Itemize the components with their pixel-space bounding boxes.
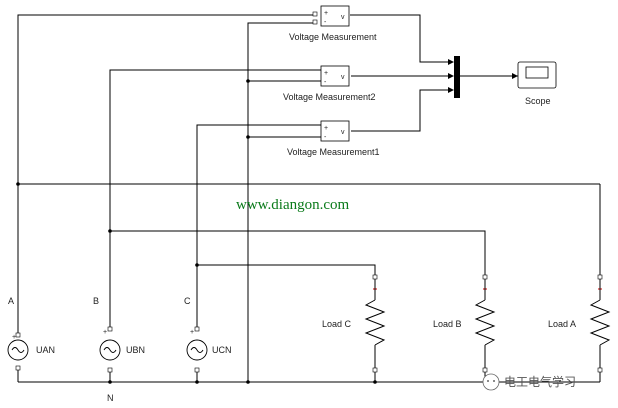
port-square bbox=[107, 326, 113, 332]
meter-minus: - bbox=[324, 19, 327, 26]
resistor-icon[interactable] bbox=[364, 299, 386, 346]
source-uan[interactable]: + A UAN bbox=[7, 296, 55, 371]
port-square bbox=[372, 274, 378, 280]
wire-a-meter bbox=[17, 14, 313, 333]
load-label: Load A bbox=[548, 319, 576, 329]
meter-body[interactable] bbox=[320, 65, 350, 87]
badge: 电工电气学习 bbox=[482, 373, 576, 391]
port-square bbox=[597, 367, 603, 373]
source-plus: + bbox=[12, 334, 16, 341]
arrowheads bbox=[448, 59, 518, 93]
neutral-label: N bbox=[107, 393, 114, 403]
phase-label: C bbox=[184, 296, 191, 306]
wire-out3 bbox=[351, 89, 448, 132]
sine-icon bbox=[103, 347, 117, 353]
source-plus: + bbox=[103, 329, 107, 336]
arrow-icon bbox=[448, 87, 454, 93]
source-label: UAN bbox=[36, 345, 55, 355]
junction-dot bbox=[246, 380, 250, 384]
load-a[interactable]: Load A bbox=[548, 274, 611, 373]
junctions bbox=[16, 79, 487, 384]
wechat-icon-dot bbox=[487, 380, 489, 382]
meter-body[interactable] bbox=[320, 5, 350, 27]
scope-block[interactable]: Scope bbox=[517, 61, 557, 106]
meter-plus: + bbox=[324, 125, 328, 132]
arrow-icon bbox=[448, 73, 454, 79]
badge-text: 电工电气学习 bbox=[504, 374, 576, 389]
meter-plus: + bbox=[324, 70, 328, 77]
source-ucn[interactable]: + C UCN bbox=[184, 296, 232, 373]
wire-b-meter bbox=[109, 69, 321, 327]
phase-label: A bbox=[8, 296, 14, 306]
load-label: Load C bbox=[322, 319, 352, 329]
port-square bbox=[482, 367, 488, 373]
port-square bbox=[194, 367, 200, 373]
voltage-measurement-block[interactable]: + - v Voltage Measurement bbox=[289, 5, 377, 42]
source-plus: + bbox=[190, 329, 194, 336]
resistor-icon[interactable] bbox=[474, 299, 496, 346]
port-square bbox=[312, 19, 318, 25]
scope-screen-icon bbox=[525, 66, 549, 79]
source-label: UBN bbox=[126, 345, 145, 355]
voltage-measurement1-block[interactable]: + - v Voltage Measurement1 bbox=[287, 120, 380, 157]
meter-label: Voltage Measurement1 bbox=[287, 147, 380, 157]
meter-minus: - bbox=[324, 79, 327, 86]
meter-out: v bbox=[341, 129, 345, 136]
meter-label: Voltage Measurement2 bbox=[283, 92, 376, 102]
watermark: www.diangon.com bbox=[236, 197, 350, 213]
wechat-icon-dot bbox=[493, 380, 495, 382]
wechat-icon bbox=[482, 373, 500, 391]
load-b[interactable]: Load B bbox=[433, 274, 496, 373]
wire-c-load bbox=[197, 264, 376, 277]
meter-minus: - bbox=[324, 134, 327, 141]
port-square bbox=[194, 326, 200, 332]
meter-out: v bbox=[341, 74, 345, 81]
junction-dot bbox=[108, 229, 112, 233]
meter-body[interactable] bbox=[320, 120, 350, 142]
sine-icon bbox=[11, 347, 25, 353]
scope-label: Scope bbox=[525, 96, 551, 106]
wires bbox=[17, 14, 601, 383]
voltage-measurement2-block[interactable]: + - v Voltage Measurement2 bbox=[283, 65, 376, 102]
port-square bbox=[597, 274, 603, 280]
source-label: UCN bbox=[212, 345, 232, 355]
junction-dot bbox=[108, 380, 112, 384]
junction-dot bbox=[16, 182, 20, 186]
sine-icon bbox=[190, 347, 204, 353]
port-square bbox=[15, 332, 21, 338]
meter-plus: + bbox=[324, 10, 328, 17]
meter-label: Voltage Measurement bbox=[289, 32, 377, 42]
junction-dot bbox=[246, 135, 250, 139]
arrow-icon bbox=[448, 59, 454, 65]
junction-dot bbox=[373, 380, 377, 384]
resistor-icon[interactable] bbox=[589, 299, 611, 346]
meter-out: v bbox=[341, 14, 345, 21]
port-square bbox=[15, 365, 21, 371]
junction-dot bbox=[195, 380, 199, 384]
load-c[interactable]: Load C bbox=[322, 274, 386, 373]
port-square bbox=[107, 367, 113, 373]
junction-dot bbox=[246, 79, 250, 83]
wire-c-meter bbox=[196, 124, 321, 327]
wire-b-load bbox=[110, 230, 486, 277]
arrow-icon bbox=[512, 73, 518, 79]
load-label: Load B bbox=[433, 319, 462, 329]
port-square bbox=[482, 274, 488, 280]
junction-dot bbox=[195, 263, 199, 267]
phase-label: B bbox=[93, 296, 99, 306]
mux-block[interactable] bbox=[454, 56, 460, 98]
wire-n-meter1 bbox=[247, 22, 313, 382]
port-square bbox=[312, 11, 318, 17]
source-ubn[interactable]: + B UBN bbox=[93, 296, 145, 373]
port-square bbox=[372, 367, 378, 373]
wire-out1 bbox=[350, 14, 448, 63]
